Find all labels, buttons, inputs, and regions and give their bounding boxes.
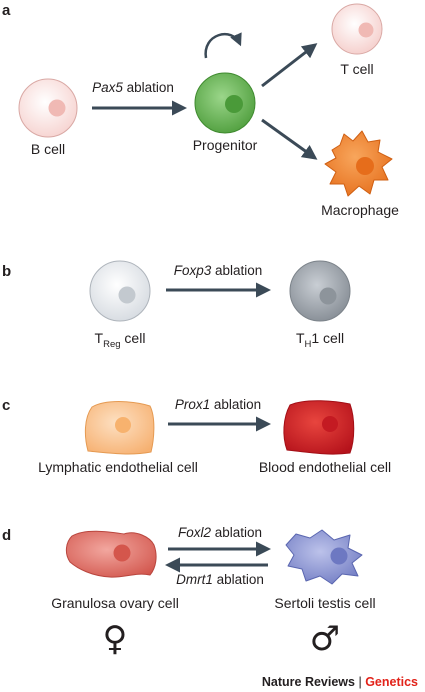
t-cell xyxy=(331,3,383,55)
macrophage-cell xyxy=(324,130,393,197)
dmrt1-ablation-label: Dmrt1 ablation xyxy=(176,572,264,587)
prox1-gene: Prox1 xyxy=(175,397,210,412)
foxp3-gene: Foxp3 xyxy=(174,263,212,278)
b-cell-label: B cell xyxy=(31,141,65,157)
foxl2-ablation-word: ablation xyxy=(211,525,262,540)
th1-main: T xyxy=(296,330,305,346)
macrophage-label: Macrophage xyxy=(321,202,399,218)
journal-name: Genetics xyxy=(365,675,418,689)
treg-main: T xyxy=(95,330,104,346)
arrow-to-macrophage xyxy=(261,118,318,160)
th1-sub: H xyxy=(305,339,312,350)
foxl2-gene: Foxl2 xyxy=(178,525,212,540)
sertoli-testis-cell xyxy=(285,529,363,585)
blood-endothelial-label: Blood endothelial cell xyxy=(259,459,391,475)
b-cell xyxy=(18,78,78,138)
th1-label: TH1 cell xyxy=(296,330,344,350)
treg-cell xyxy=(89,260,151,322)
pax5-gene: Pax5 xyxy=(92,80,123,95)
blood-endothelial-cell xyxy=(283,400,355,455)
progenitor-cell xyxy=(194,72,256,134)
prox1-ablation-word: ablation xyxy=(210,397,261,412)
self-renewal-arrow xyxy=(204,32,242,59)
pax5-ablation-word: ablation xyxy=(123,80,174,95)
female-symbol: ♀ xyxy=(103,619,128,659)
t-cell-label: T cell xyxy=(340,61,373,77)
granulosa-ovary-cell xyxy=(65,530,157,578)
panel-a-letter: a xyxy=(2,2,11,19)
credit-separator: | xyxy=(355,675,365,689)
pax5-ablation-label: Pax5 ablation xyxy=(92,80,174,95)
arrow-to-t-cell xyxy=(261,43,318,88)
treg-sub: Reg xyxy=(103,339,120,350)
progenitor-label: Progenitor xyxy=(193,137,258,153)
panel-b-letter: b xyxy=(2,263,11,280)
publisher-name: Nature Reviews xyxy=(262,675,355,689)
lymphatic-label: Lymphatic endothelial cell xyxy=(38,459,198,475)
panel-d-letter: d xyxy=(2,527,11,544)
journal-credit: Nature Reviews | Genetics xyxy=(262,675,418,689)
sertoli-label: Sertoli testis cell xyxy=(274,595,375,611)
th1-cell xyxy=(289,260,351,322)
th1-suffix: 1 cell xyxy=(311,330,344,346)
lymphatic-endothelial-cell xyxy=(84,401,155,455)
granulosa-label: Granulosa ovary cell xyxy=(51,595,179,611)
dmrt1-gene: Dmrt1 xyxy=(176,572,213,587)
male-symbol: ♂ xyxy=(310,619,340,659)
foxp3-ablation-word: ablation xyxy=(211,263,262,278)
foxl2-ablation-label: Foxl2 ablation xyxy=(178,525,262,540)
foxp3-ablation-label: Foxp3 ablation xyxy=(174,263,263,278)
treg-suffix: cell xyxy=(121,330,146,346)
prox1-ablation-label: Prox1 ablation xyxy=(175,397,261,412)
dmrt1-ablation-word: ablation xyxy=(213,572,264,587)
panel-c-letter: c xyxy=(2,397,10,414)
treg-label: TReg cell xyxy=(95,330,146,350)
